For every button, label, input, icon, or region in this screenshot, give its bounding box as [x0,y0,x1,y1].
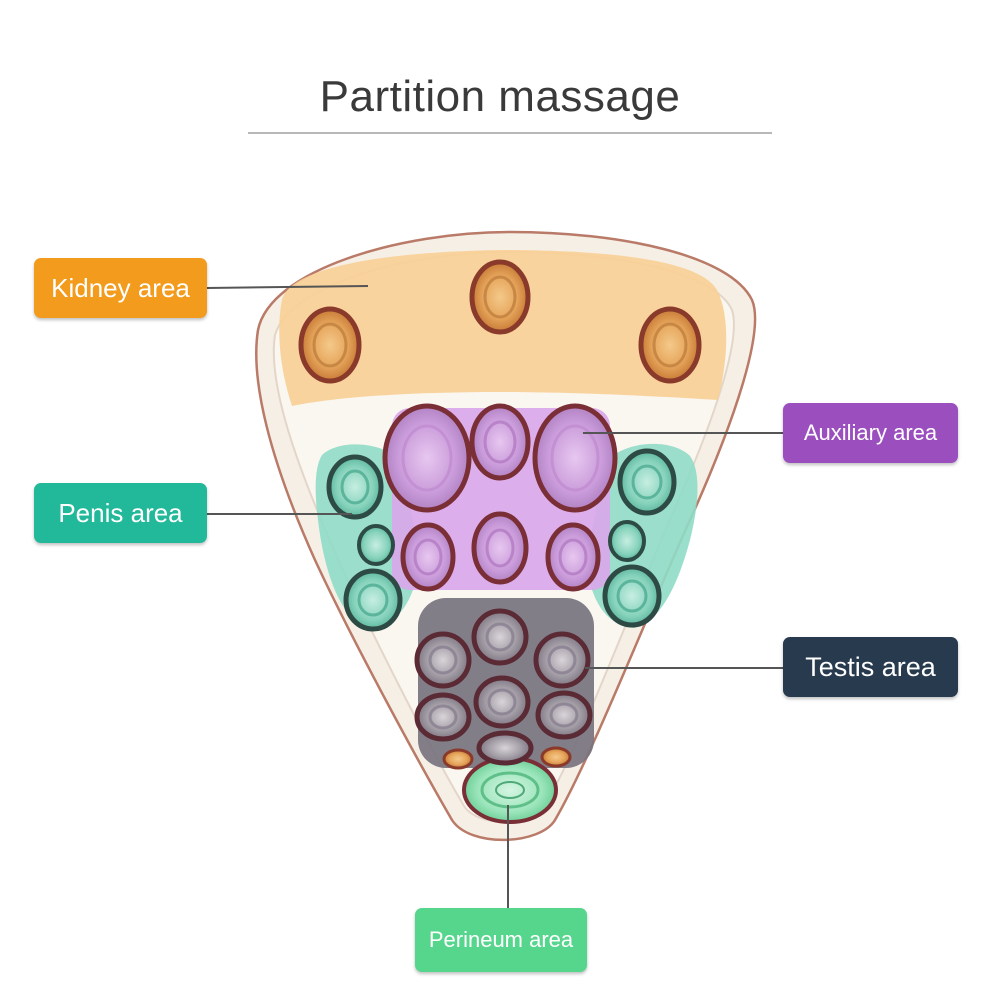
auxiliary-area-label: Auxiliary area [783,403,958,463]
testis-area-label: Testis area [783,637,958,697]
title-underline [248,132,772,134]
perineum-zone [462,756,558,824]
kidney-area-label: Kidney area [34,258,207,318]
penis-massage-nodes [326,448,677,632]
testis-massage-nodes [414,608,593,770]
page-title: Partition massage [319,72,681,121]
kidney-massage-nodes [298,259,702,384]
penis-area-label: Penis area [34,483,207,543]
perineum-area-label: Perineum area [415,908,587,972]
kidney-leader-line [206,285,369,289]
auxiliary-massage-nodes [382,403,618,592]
